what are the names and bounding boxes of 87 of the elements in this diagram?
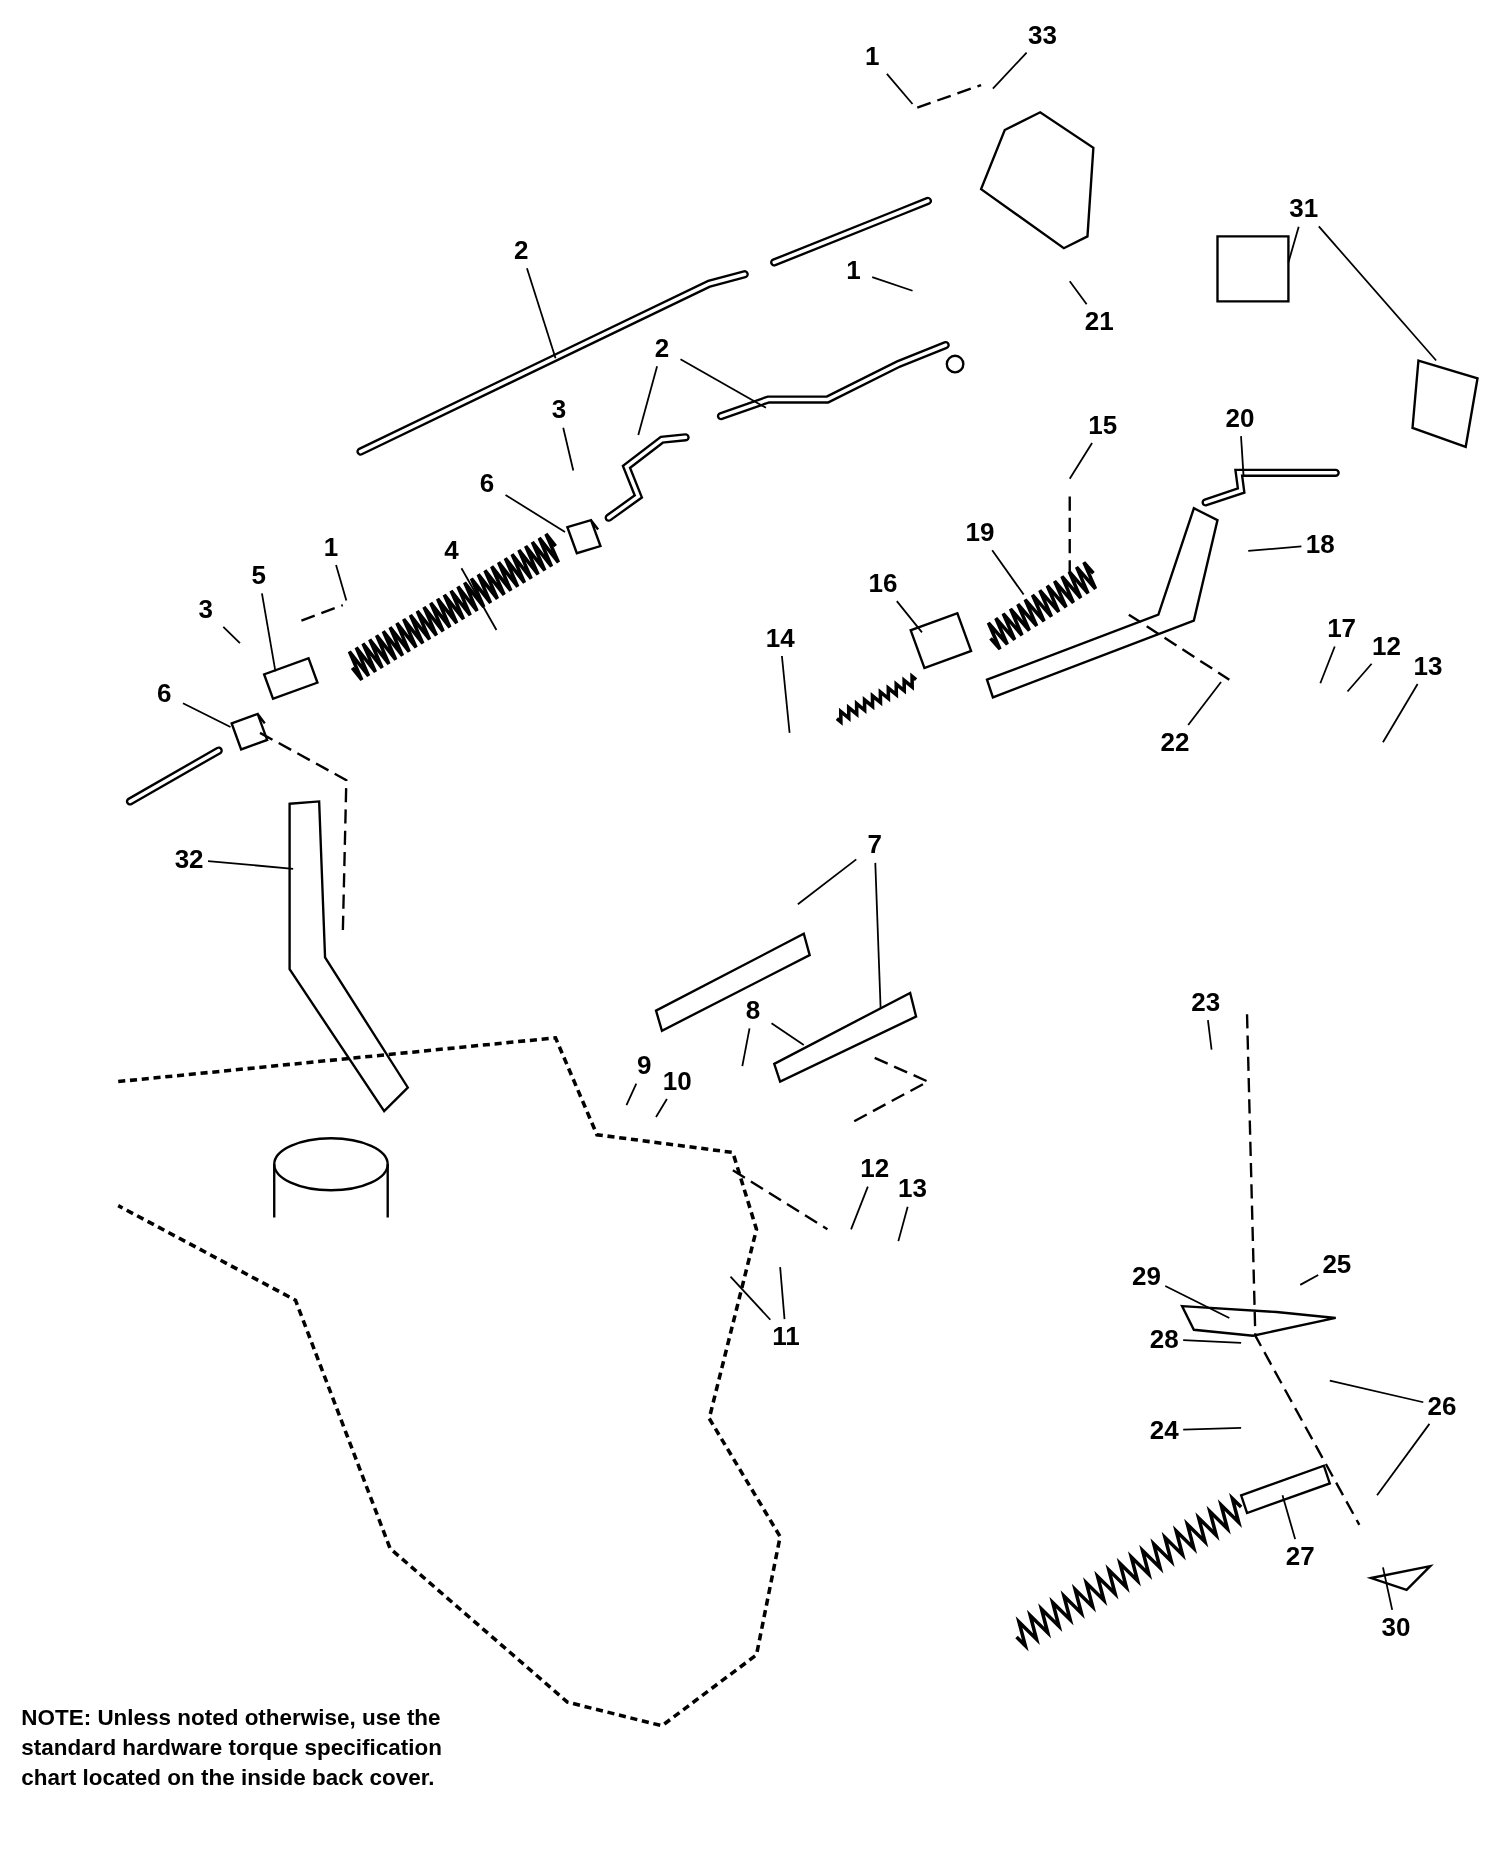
callout-number: 29 — [1132, 1263, 1162, 1290]
callout-number: 4 — [444, 537, 459, 564]
callout-number: 24 — [1149, 1417, 1179, 1444]
callout-number: 13 — [1413, 653, 1443, 680]
leader-line — [1187, 681, 1222, 726]
leader-line — [779, 1266, 786, 1321]
leader-line — [886, 73, 914, 105]
leader-line — [741, 1027, 751, 1068]
leader-line — [897, 1205, 909, 1242]
leader-line — [871, 276, 914, 292]
callout-number: 23 — [1191, 989, 1221, 1016]
leader-line — [992, 51, 1028, 90]
leader-line — [655, 1098, 668, 1118]
leader-line — [504, 494, 566, 533]
callout-number: 14 — [765, 625, 795, 652]
leader-line — [770, 1022, 805, 1046]
leader-line — [1299, 1274, 1320, 1286]
leader-line — [1382, 683, 1419, 744]
callout-number: 27 — [1285, 1543, 1315, 1570]
callout-number: 9 — [636, 1053, 652, 1080]
callout-number: 3 — [551, 397, 567, 424]
leader-line — [222, 626, 241, 644]
leader-line — [207, 860, 295, 870]
leader-line — [526, 267, 557, 360]
callout-number: 17 — [1327, 615, 1357, 642]
callout-number: 1 — [323, 534, 339, 561]
callout-number: 28 — [1149, 1326, 1179, 1353]
leader-line — [1182, 1339, 1242, 1344]
callout-number: 22 — [1160, 729, 1190, 756]
leader-line — [460, 567, 498, 631]
callout-number: 32 — [174, 846, 204, 873]
leader-line — [850, 1185, 869, 1231]
leader-line — [781, 655, 791, 734]
leader-line — [1317, 225, 1438, 362]
callout-number: 25 — [1322, 1251, 1352, 1278]
leader-line — [874, 862, 882, 1010]
leader-line — [991, 549, 1025, 596]
leader-line — [1240, 435, 1245, 477]
leader-line — [625, 1082, 638, 1107]
callout-number: 30 — [1381, 1614, 1411, 1641]
leader-line — [1164, 1285, 1231, 1319]
leader-line — [797, 858, 858, 906]
callout-number: 31 — [1289, 196, 1319, 223]
leader-line — [562, 426, 575, 472]
callout-number: 12 — [860, 1156, 890, 1183]
callout-number: 2 — [654, 335, 670, 362]
callout-number: 6 — [479, 470, 495, 497]
leader-line — [261, 592, 277, 673]
leader-line — [895, 600, 923, 634]
callout-number: 20 — [1225, 405, 1255, 432]
leader-line — [1346, 662, 1373, 693]
leader-line — [1319, 645, 1336, 685]
callout-number: 18 — [1305, 531, 1335, 558]
callout-number: 12 — [1372, 633, 1401, 660]
callout-number: 11 — [772, 1323, 800, 1350]
callout-number: 19 — [965, 520, 995, 547]
callout-number: 15 — [1088, 412, 1118, 439]
leader-line — [1207, 1019, 1213, 1051]
callout-number: 7 — [867, 832, 882, 859]
callout-number: 16 — [868, 570, 898, 597]
leader-line — [679, 358, 767, 409]
callout-number: 3 — [198, 596, 213, 623]
leader-line — [1287, 225, 1300, 264]
leader-line — [637, 365, 658, 436]
callout-number: 21 — [1084, 308, 1114, 335]
leader-line — [1376, 1423, 1431, 1497]
leader-line — [1328, 1379, 1425, 1404]
callout-number: 1 — [865, 43, 880, 70]
leader-line — [1182, 1427, 1242, 1431]
leader-line — [1068, 280, 1088, 306]
callout-number: 33 — [1028, 22, 1057, 49]
callout-number: 2 — [514, 237, 529, 264]
leader-line — [1281, 1494, 1297, 1540]
callout-number: 26 — [1427, 1393, 1457, 1420]
callout-number: 13 — [898, 1176, 927, 1203]
callout-number: 8 — [745, 997, 761, 1024]
leader-line — [1247, 545, 1303, 552]
note-text: NOTE: Unless noted otherwise, use the standard hardware torque specification chart located on the inside back cover. — [21, 1703, 443, 1792]
callout-number: 1 — [846, 257, 861, 284]
leader-line — [1382, 1566, 1394, 1611]
callout-number: 10 — [662, 1068, 692, 1095]
callout-number: 6 — [157, 680, 172, 707]
leader-line — [1068, 442, 1093, 480]
leader-line — [182, 702, 232, 728]
callout-number: 5 — [251, 562, 267, 589]
leader-line — [729, 1275, 772, 1321]
leader-line — [335, 564, 348, 602]
